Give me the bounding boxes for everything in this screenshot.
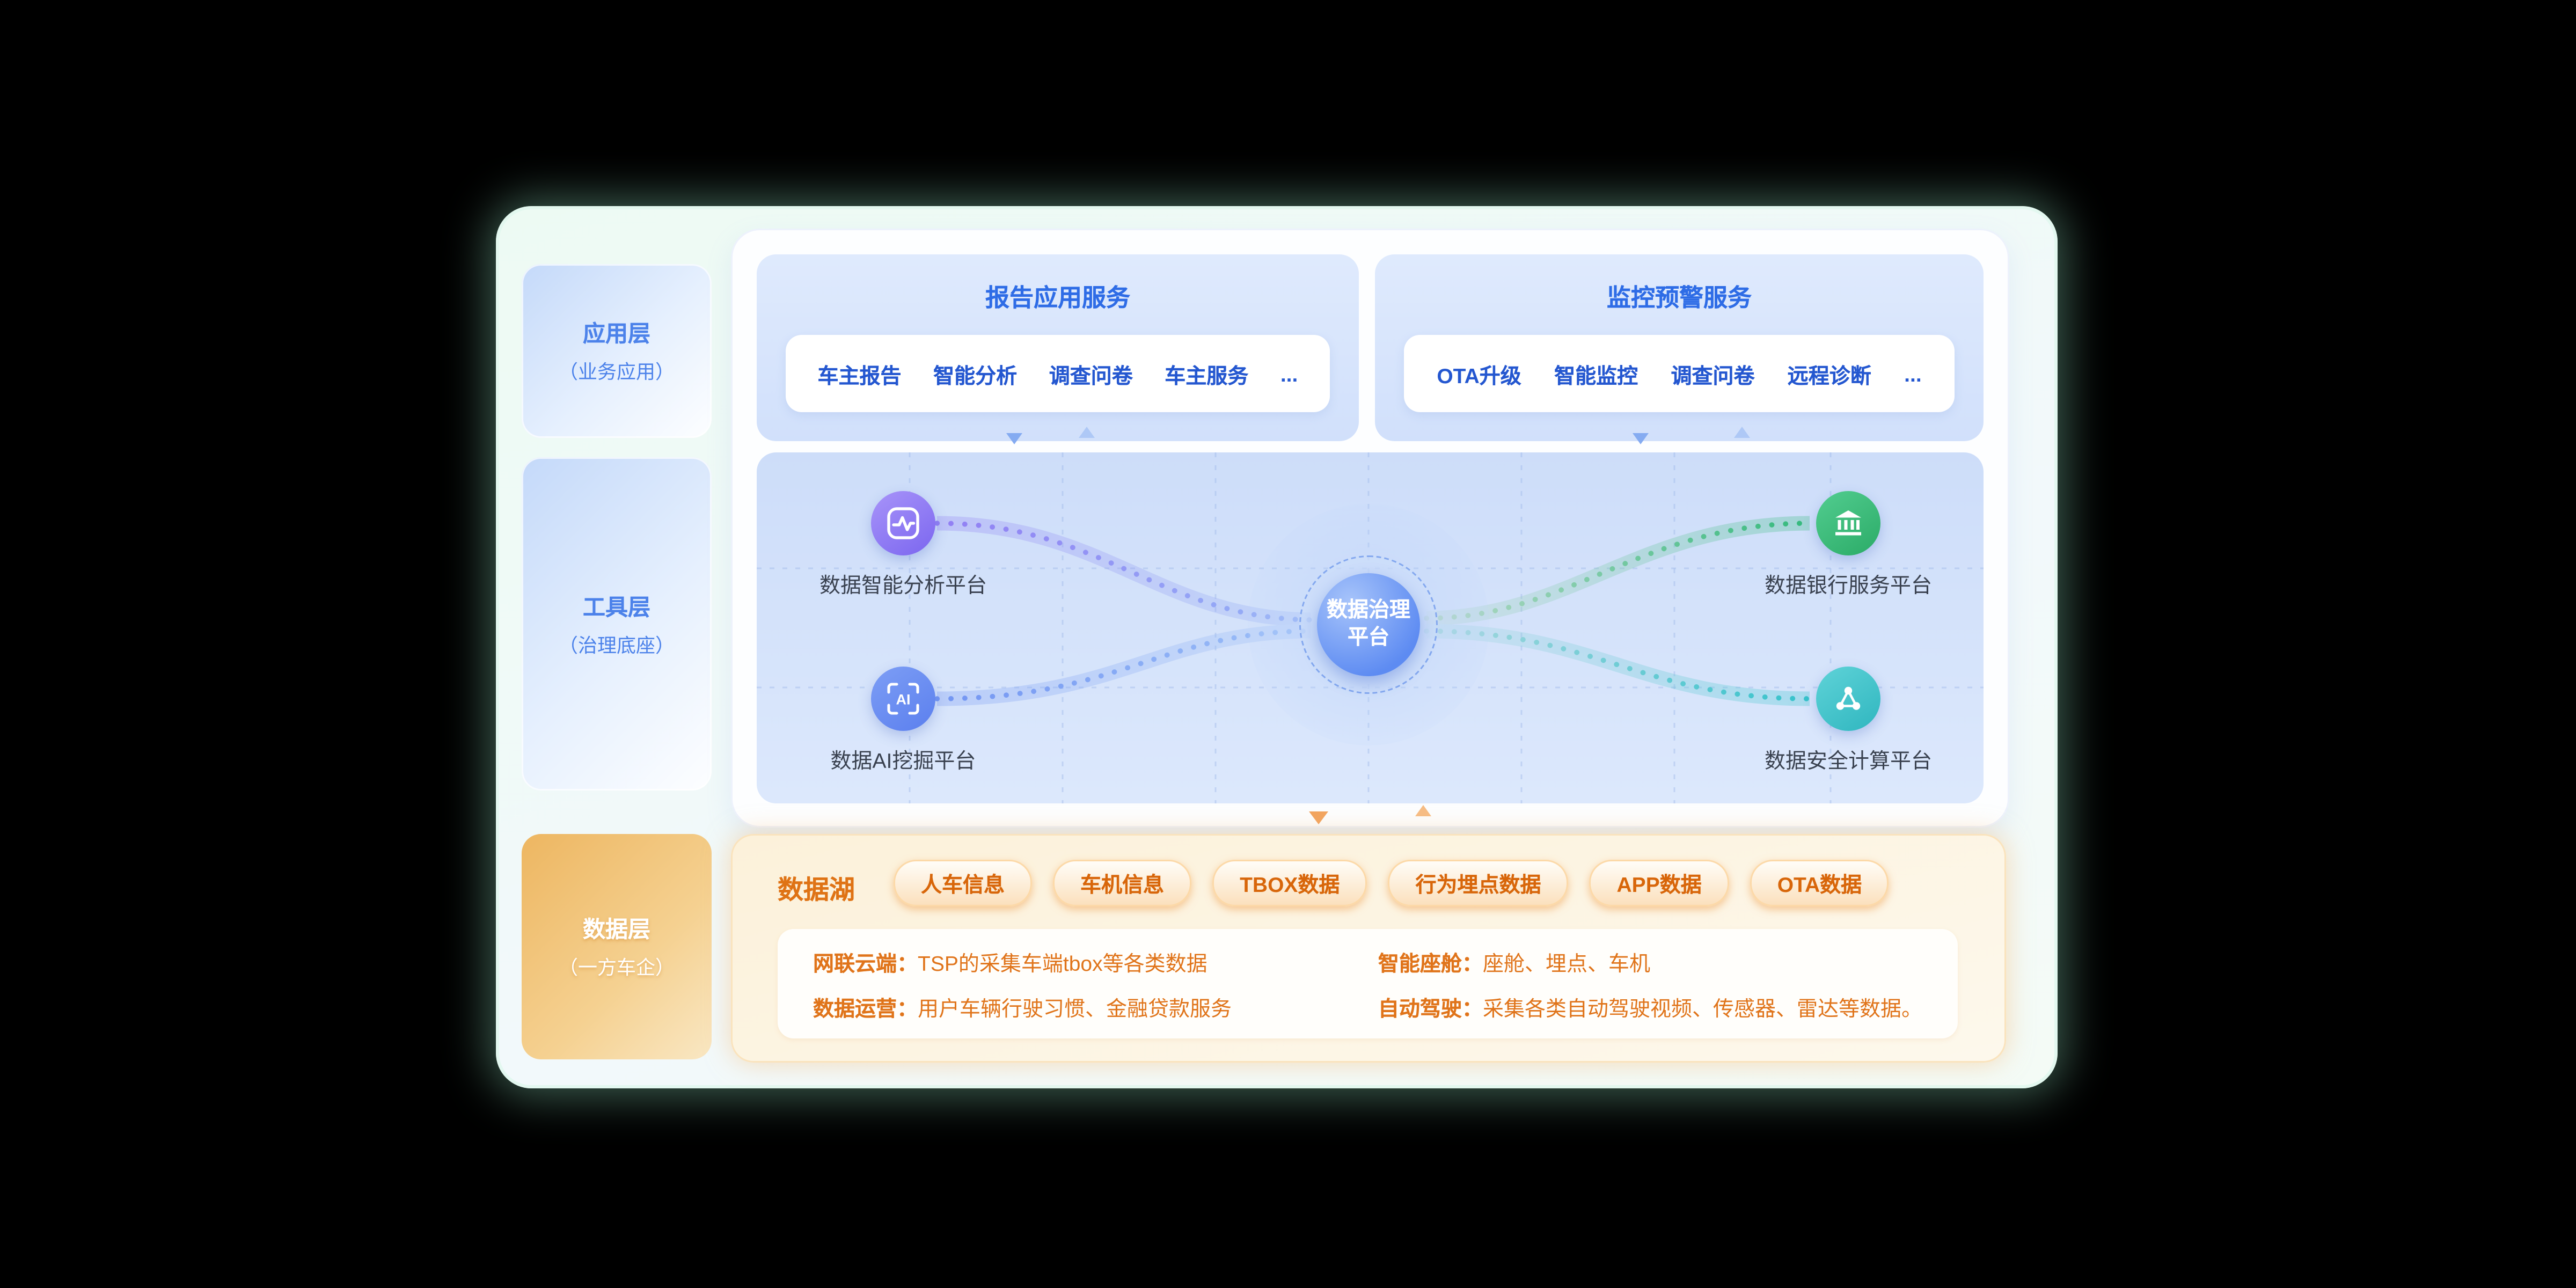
service-item: 智能分析 (933, 363, 1018, 387)
layer-title: 应用层 (583, 320, 650, 346)
service-item-more: ... (1280, 361, 1298, 386)
detail-text: TSP的采集车端tbox等各类数据 (918, 950, 1208, 975)
data-lake-detail-box: 网联云端：TSP的采集车端tbox等各类数据 智能座舱：座舱、埋点、车机 数据运… (778, 929, 1958, 1038)
platform-label-ai: 数据AI挖掘平台 (830, 749, 976, 773)
flow-arrow-down-icon (1309, 811, 1328, 824)
pulse-chart-icon (871, 491, 935, 555)
data-tag: 车机信息 (1053, 860, 1192, 906)
monitor-services-panel: 监控预警服务 OTA升级 智能监控 调查问卷 远程诊断 ... (1375, 254, 1984, 441)
layer-application: 应用层 （业务应用） (522, 264, 712, 438)
lake-detail-line: 数据运营：用户车辆行驶习惯、金融贷款服务 (813, 991, 1340, 1022)
flow-arrow-up-icon (1079, 427, 1095, 438)
governance-hub-label-line2: 平台 (1347, 625, 1389, 649)
flow-arrow-up-icon (1734, 427, 1750, 438)
governance-hub-label-line1: 数据治理 (1326, 597, 1410, 622)
governance-hub: 数据治理 平台 (1317, 573, 1420, 676)
ai-brackets-icon: AI (871, 667, 935, 731)
report-services-panel: 报告应用服务 车主报告 智能分析 调查问卷 车主服务 ... (757, 254, 1359, 441)
data-tag: OTA数据 (1750, 860, 1890, 906)
monitor-services-title: 监控预警服务 (1606, 285, 1752, 312)
service-item: 调查问卷 (1671, 363, 1755, 387)
service-item: 远程诊断 (1787, 363, 1871, 387)
network-nodes-icon (1816, 667, 1880, 731)
data-tag: TBOX数据 (1212, 860, 1367, 906)
service-item: 车主报告 (817, 363, 902, 387)
platform-label-secure: 数据安全计算平台 (1764, 749, 1932, 773)
detail-label: 自动驾驶： (1378, 996, 1483, 1020)
layer-subtitle: （业务应用） (558, 361, 675, 383)
data-lake-title: 数据湖 (778, 877, 855, 905)
data-tag: APP数据 (1589, 860, 1729, 906)
data-lake-tags: 人车信息 车机信息 TBOX数据 行为埋点数据 APP数据 OTA数据 (894, 860, 1890, 906)
layer-title: 数据层 (583, 916, 650, 942)
lake-detail-line: 自动驾驶：采集各类自动驾驶视频、传感器、雷达等数据。 (1378, 991, 1922, 1022)
platform-panel: 报告应用服务 车主报告 智能分析 调查问卷 车主服务 ... 监控预警服务 OT… (731, 229, 2009, 828)
data-tag: 人车信息 (894, 860, 1033, 906)
flow-arrow-down-icon (1006, 433, 1022, 444)
lake-detail-line: 智能座舱：座舱、埋点、车机 (1378, 946, 1922, 977)
detail-label: 智能座舱： (1378, 950, 1483, 975)
flow-arrow-up-icon (1415, 805, 1431, 816)
report-services-title: 报告应用服务 (985, 285, 1130, 312)
service-item: 调查问卷 (1049, 363, 1133, 387)
diagram-card: 应用层 （业务应用） 工具层 （治理底座） 数据层 （一方车企） 报告应用服务 … (496, 206, 2058, 1088)
service-item: 智能监控 (1554, 363, 1638, 387)
detail-label: 网联云端： (813, 950, 918, 975)
service-item-more: ... (1904, 361, 1922, 386)
report-services-bar: 车主报告 智能分析 调查问卷 车主服务 ... (786, 335, 1330, 412)
monitor-services-bar: OTA升级 智能监控 调查问卷 远程诊断 ... (1404, 335, 1955, 412)
bank-icon (1816, 491, 1880, 555)
layer-data: 数据层 （一方车企） (522, 834, 712, 1059)
data-tag: 行为埋点数据 (1388, 860, 1569, 906)
layer-subtitle: （治理底座） (558, 633, 675, 656)
governance-canvas: 数据治理 平台 数据智能分析平台 AI 数据A (757, 452, 1984, 803)
ai-icon-text: AI (896, 692, 911, 708)
data-lake-panel: 数据湖 人车信息 车机信息 TBOX数据 行为埋点数据 APP数据 OTA数据 … (731, 834, 2006, 1063)
service-item: 车主服务 (1165, 363, 1249, 387)
service-item: OTA升级 (1437, 363, 1521, 387)
platform-label-bank: 数据银行服务平台 (1764, 573, 1932, 597)
lake-detail-line: 网联云端：TSP的采集车端tbox等各类数据 (813, 946, 1340, 977)
detail-label: 数据运营： (813, 996, 918, 1020)
layer-tool: 工具层 （治理底座） (522, 457, 712, 791)
detail-text: 座舱、埋点、车机 (1482, 950, 1650, 975)
detail-text: 采集各类自动驾驶视频、传感器、雷达等数据。 (1482, 996, 1922, 1020)
detail-text: 用户车辆行驶习惯、金融贷款服务 (918, 996, 1232, 1020)
platform-label-analysis: 数据智能分析平台 (819, 573, 987, 597)
layer-title: 工具层 (583, 593, 650, 619)
layer-subtitle: （一方车企） (558, 956, 675, 979)
flow-arrow-down-icon (1633, 433, 1649, 444)
